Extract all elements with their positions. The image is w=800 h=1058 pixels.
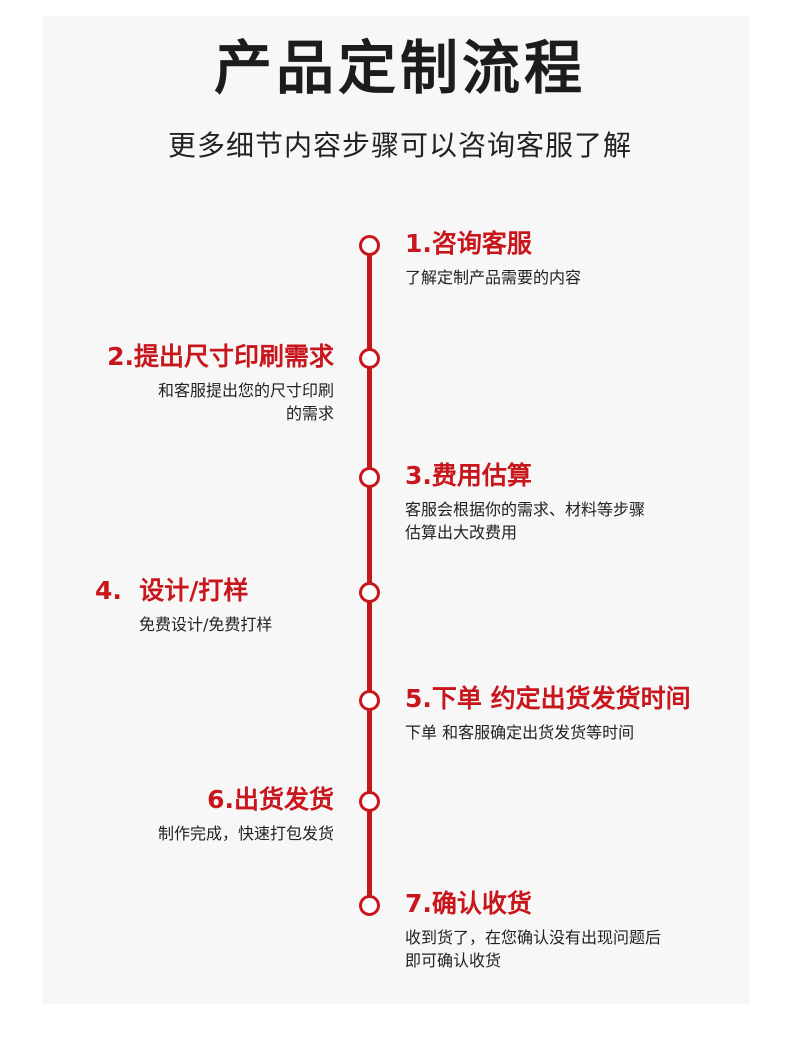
- step-6-desc-line-1: 制作完成，快速打包发货: [157, 824, 334, 843]
- step-4-title: 4. 设计/打样: [95, 576, 249, 605]
- step-2-desc-line-2: 的需求: [285, 404, 334, 423]
- page-subtitle: 更多细节内容步骤可以咨询客服了解: [167, 129, 632, 162]
- step-2-title: 2.提出尺寸印刷需求: [107, 342, 334, 371]
- step-3-desc-line-2: 估算出大改费用: [405, 523, 518, 542]
- step-3-desc: 客服会根据你的需求、材料等步骤 估算出大改费用: [405, 498, 645, 544]
- step-7-desc-line-1: 收到货了，在您确认没有出现问题后: [405, 928, 662, 947]
- step-3-desc-line-1: 客服会根据你的需求、材料等步骤: [405, 500, 646, 519]
- step-5-desc-line-1: 下单 和客服确定出货发货等时间: [405, 723, 635, 742]
- step-1-desc-line-1: 了解定制产品需要的内容: [405, 268, 582, 287]
- timeline-node-7: [359, 895, 380, 916]
- timeline-node-3: [359, 467, 380, 488]
- timeline-node-5: [359, 690, 380, 711]
- step-6-title: 6.出货发货: [207, 785, 334, 814]
- step-5-title: 5.下单 约定出货发货时间: [405, 684, 691, 713]
- step-7-desc-line-2: 即可确认收货: [405, 951, 502, 970]
- step-4-desc: 免费设计/免费打样: [139, 613, 272, 636]
- timeline-node-1: [359, 235, 380, 256]
- step-2-desc: 和客服提出您的尺寸印刷 的需求: [158, 379, 334, 425]
- step-4-desc-line-1: 免费设计/免费打样: [139, 615, 273, 634]
- step-3-title: 3.费用估算: [405, 461, 532, 490]
- step-5-desc: 下单 和客服确定出货发货等时间: [405, 721, 634, 744]
- page-title: 产品定制流程: [213, 34, 586, 102]
- timeline-node-2: [359, 348, 380, 369]
- step-7-desc: 收到货了，在您确认没有出现问题后 即可确认收货: [405, 926, 661, 972]
- step-6-desc: 制作完成，快速打包发货: [158, 822, 334, 845]
- step-2-desc-line-1: 和客服提出您的尺寸印刷: [157, 381, 334, 400]
- timeline-node-6: [359, 791, 380, 812]
- step-7-title: 7.确认收货: [405, 889, 532, 918]
- timeline-line: [367, 244, 372, 906]
- step-1-title: 1.咨询客服: [405, 229, 532, 258]
- step-1-desc: 了解定制产品需要的内容: [405, 266, 581, 289]
- timeline-node-4: [359, 582, 380, 603]
- content-panel: [42, 16, 750, 1004]
